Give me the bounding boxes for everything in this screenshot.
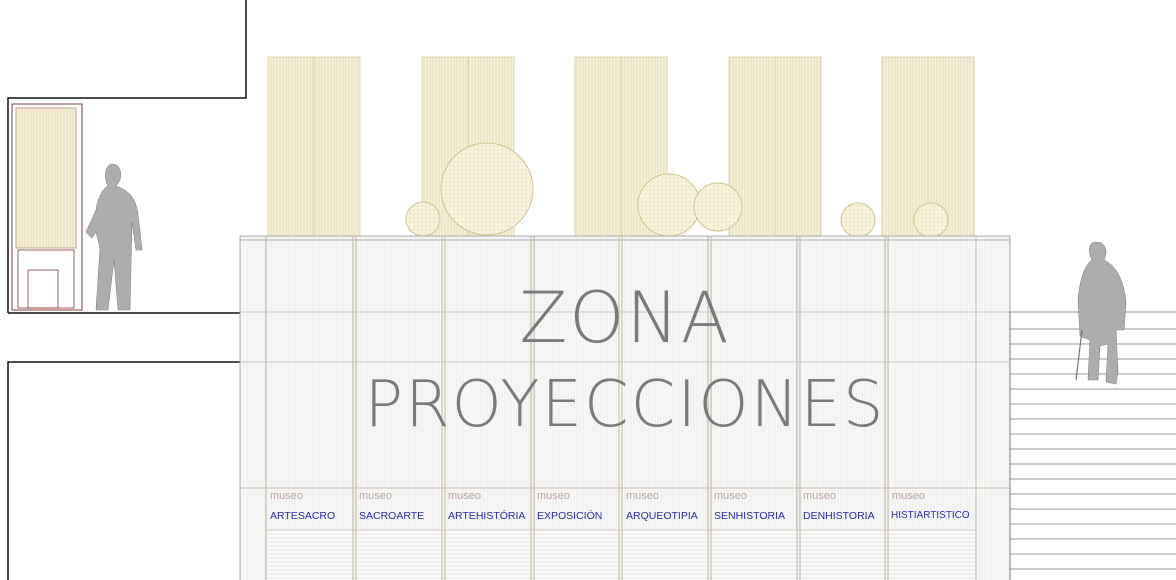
- zone-title-line2: PROYECCIONES: [364, 368, 886, 442]
- person-right-silhouette: [1075, 241, 1127, 385]
- panel-3-prefix: museo: [448, 490, 482, 502]
- panel-8-prefix: museo: [892, 490, 926, 502]
- panel-6-prefix: museo: [714, 490, 748, 502]
- panel-2-prefix: museo: [359, 490, 393, 502]
- panel-4-prefix: museo: [537, 490, 571, 502]
- left-building: [7, 0, 261, 580]
- panel-7-prefix: museo: [803, 490, 837, 502]
- stairs: [1009, 311, 1176, 580]
- panel-5-prefix: museo: [626, 490, 660, 502]
- panel-4-name: EXPOSICIÓN: [537, 510, 603, 522]
- panel-1-name: ARTESACRO: [270, 510, 336, 522]
- spheres: [405, 142, 949, 238]
- panel-7-name: DENHISTORIA: [803, 510, 875, 522]
- panel-5-name: ARQUEOTIPIA: [626, 510, 698, 522]
- person-left-silhouette: [85, 163, 143, 311]
- panel-8-name: HISTIARTISTICO: [891, 510, 970, 521]
- panel-3-name: ARTEHISTÓRIA: [448, 510, 526, 522]
- panel-1-prefix: museo: [270, 490, 304, 502]
- zone-title-line1: ZONA: [519, 277, 731, 359]
- panel-2-name: SACROARTE: [359, 510, 425, 522]
- panel-6-name: SENHISTORIA: [714, 510, 785, 522]
- facade: [239, 235, 1011, 580]
